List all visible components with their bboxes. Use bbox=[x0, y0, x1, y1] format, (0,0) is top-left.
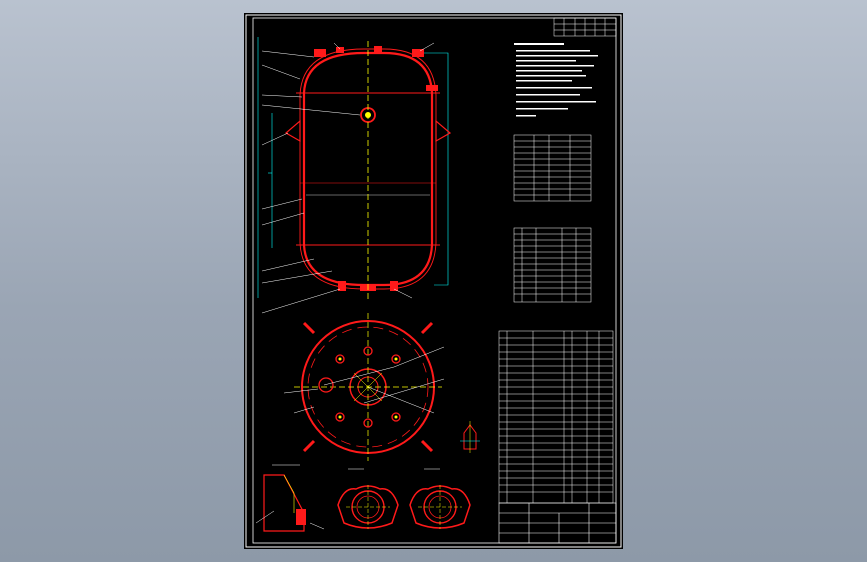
design-data-table bbox=[513, 134, 592, 202]
nozzle-detail-icon bbox=[460, 421, 480, 453]
vessel-plan-view-icon bbox=[283, 313, 445, 461]
inner-frame bbox=[252, 17, 617, 544]
parts-list-table bbox=[498, 330, 614, 504]
section-view-b-icon bbox=[409, 468, 471, 529]
revision-box bbox=[553, 17, 617, 37]
outer-frame bbox=[245, 14, 622, 548]
title-block bbox=[498, 502, 617, 544]
section-view-a-icon bbox=[337, 468, 399, 529]
vessel-elevation-icon bbox=[257, 37, 452, 314]
drawing-sheet bbox=[244, 13, 623, 549]
technical-notes-block bbox=[514, 43, 598, 117]
cad-drawing-canvas bbox=[245, 14, 622, 548]
nozzle-table bbox=[513, 227, 592, 303]
support-lug-detail-icon bbox=[255, 464, 325, 532]
